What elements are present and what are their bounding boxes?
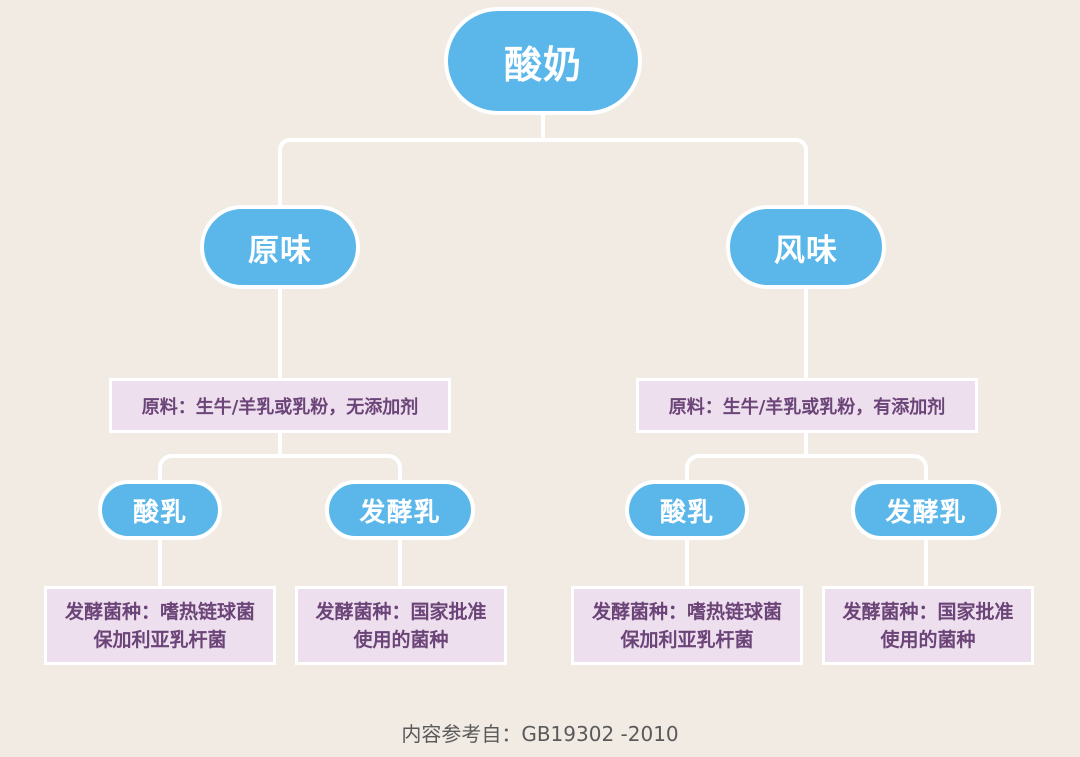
leaf-node-original-fermented-milk: 发酵乳 — [325, 480, 475, 540]
strain-line-2: 使用的菌种 — [880, 628, 976, 651]
strain-line-1: 发酵菌种：嗜热链球菌 — [591, 600, 782, 623]
leaf-node-flavored-sour-milk: 酸乳 — [625, 480, 749, 540]
connector-right-category — [685, 287, 928, 588]
strain-line-1: 发酵菌种：嗜热链球菌 — [64, 600, 255, 623]
source-reference-footer: 内容参考自：GB19302 -2010 — [401, 722, 679, 746]
category-node-original: 原味 — [200, 205, 360, 289]
strain-line-1: 发酵菌种：国家批准 — [842, 600, 1014, 623]
strain-line-2: 使用的菌种 — [353, 628, 449, 651]
strain-box-original-sour-milk: 发酵菌种：嗜热链球菌 保加利亚乳杆菌 — [44, 586, 276, 665]
connector-root — [278, 115, 808, 208]
strain-line-2: 保加利亚乳杆菌 — [620, 628, 754, 651]
strain-line-1: 发酵菌种：国家批准 — [315, 600, 487, 623]
leaf-node-flavored-fermented-milk: 发酵乳 — [851, 480, 1001, 540]
strain-box-flavored-fermented-milk: 发酵菌种：国家批准 使用的菌种 — [822, 586, 1034, 665]
source-box-flavored: 原料：生牛/羊乳或乳粉，有添加剂 — [636, 378, 978, 433]
leaf-node-original-sour-milk: 酸乳 — [98, 480, 222, 540]
category-node-flavored: 风味 — [726, 205, 886, 289]
strain-box-original-fermented-milk: 发酵菌种：国家批准 使用的菌种 — [295, 586, 507, 665]
connector-left-category — [158, 287, 402, 588]
source-box-original: 原料：生牛/羊乳或乳粉，无添加剂 — [109, 378, 451, 433]
root-node-yogurt: 酸奶 — [444, 7, 642, 115]
strain-line-2: 保加利亚乳杆菌 — [93, 628, 227, 651]
strain-box-flavored-sour-milk: 发酵菌种：嗜热链球菌 保加利亚乳杆菌 — [571, 586, 803, 665]
